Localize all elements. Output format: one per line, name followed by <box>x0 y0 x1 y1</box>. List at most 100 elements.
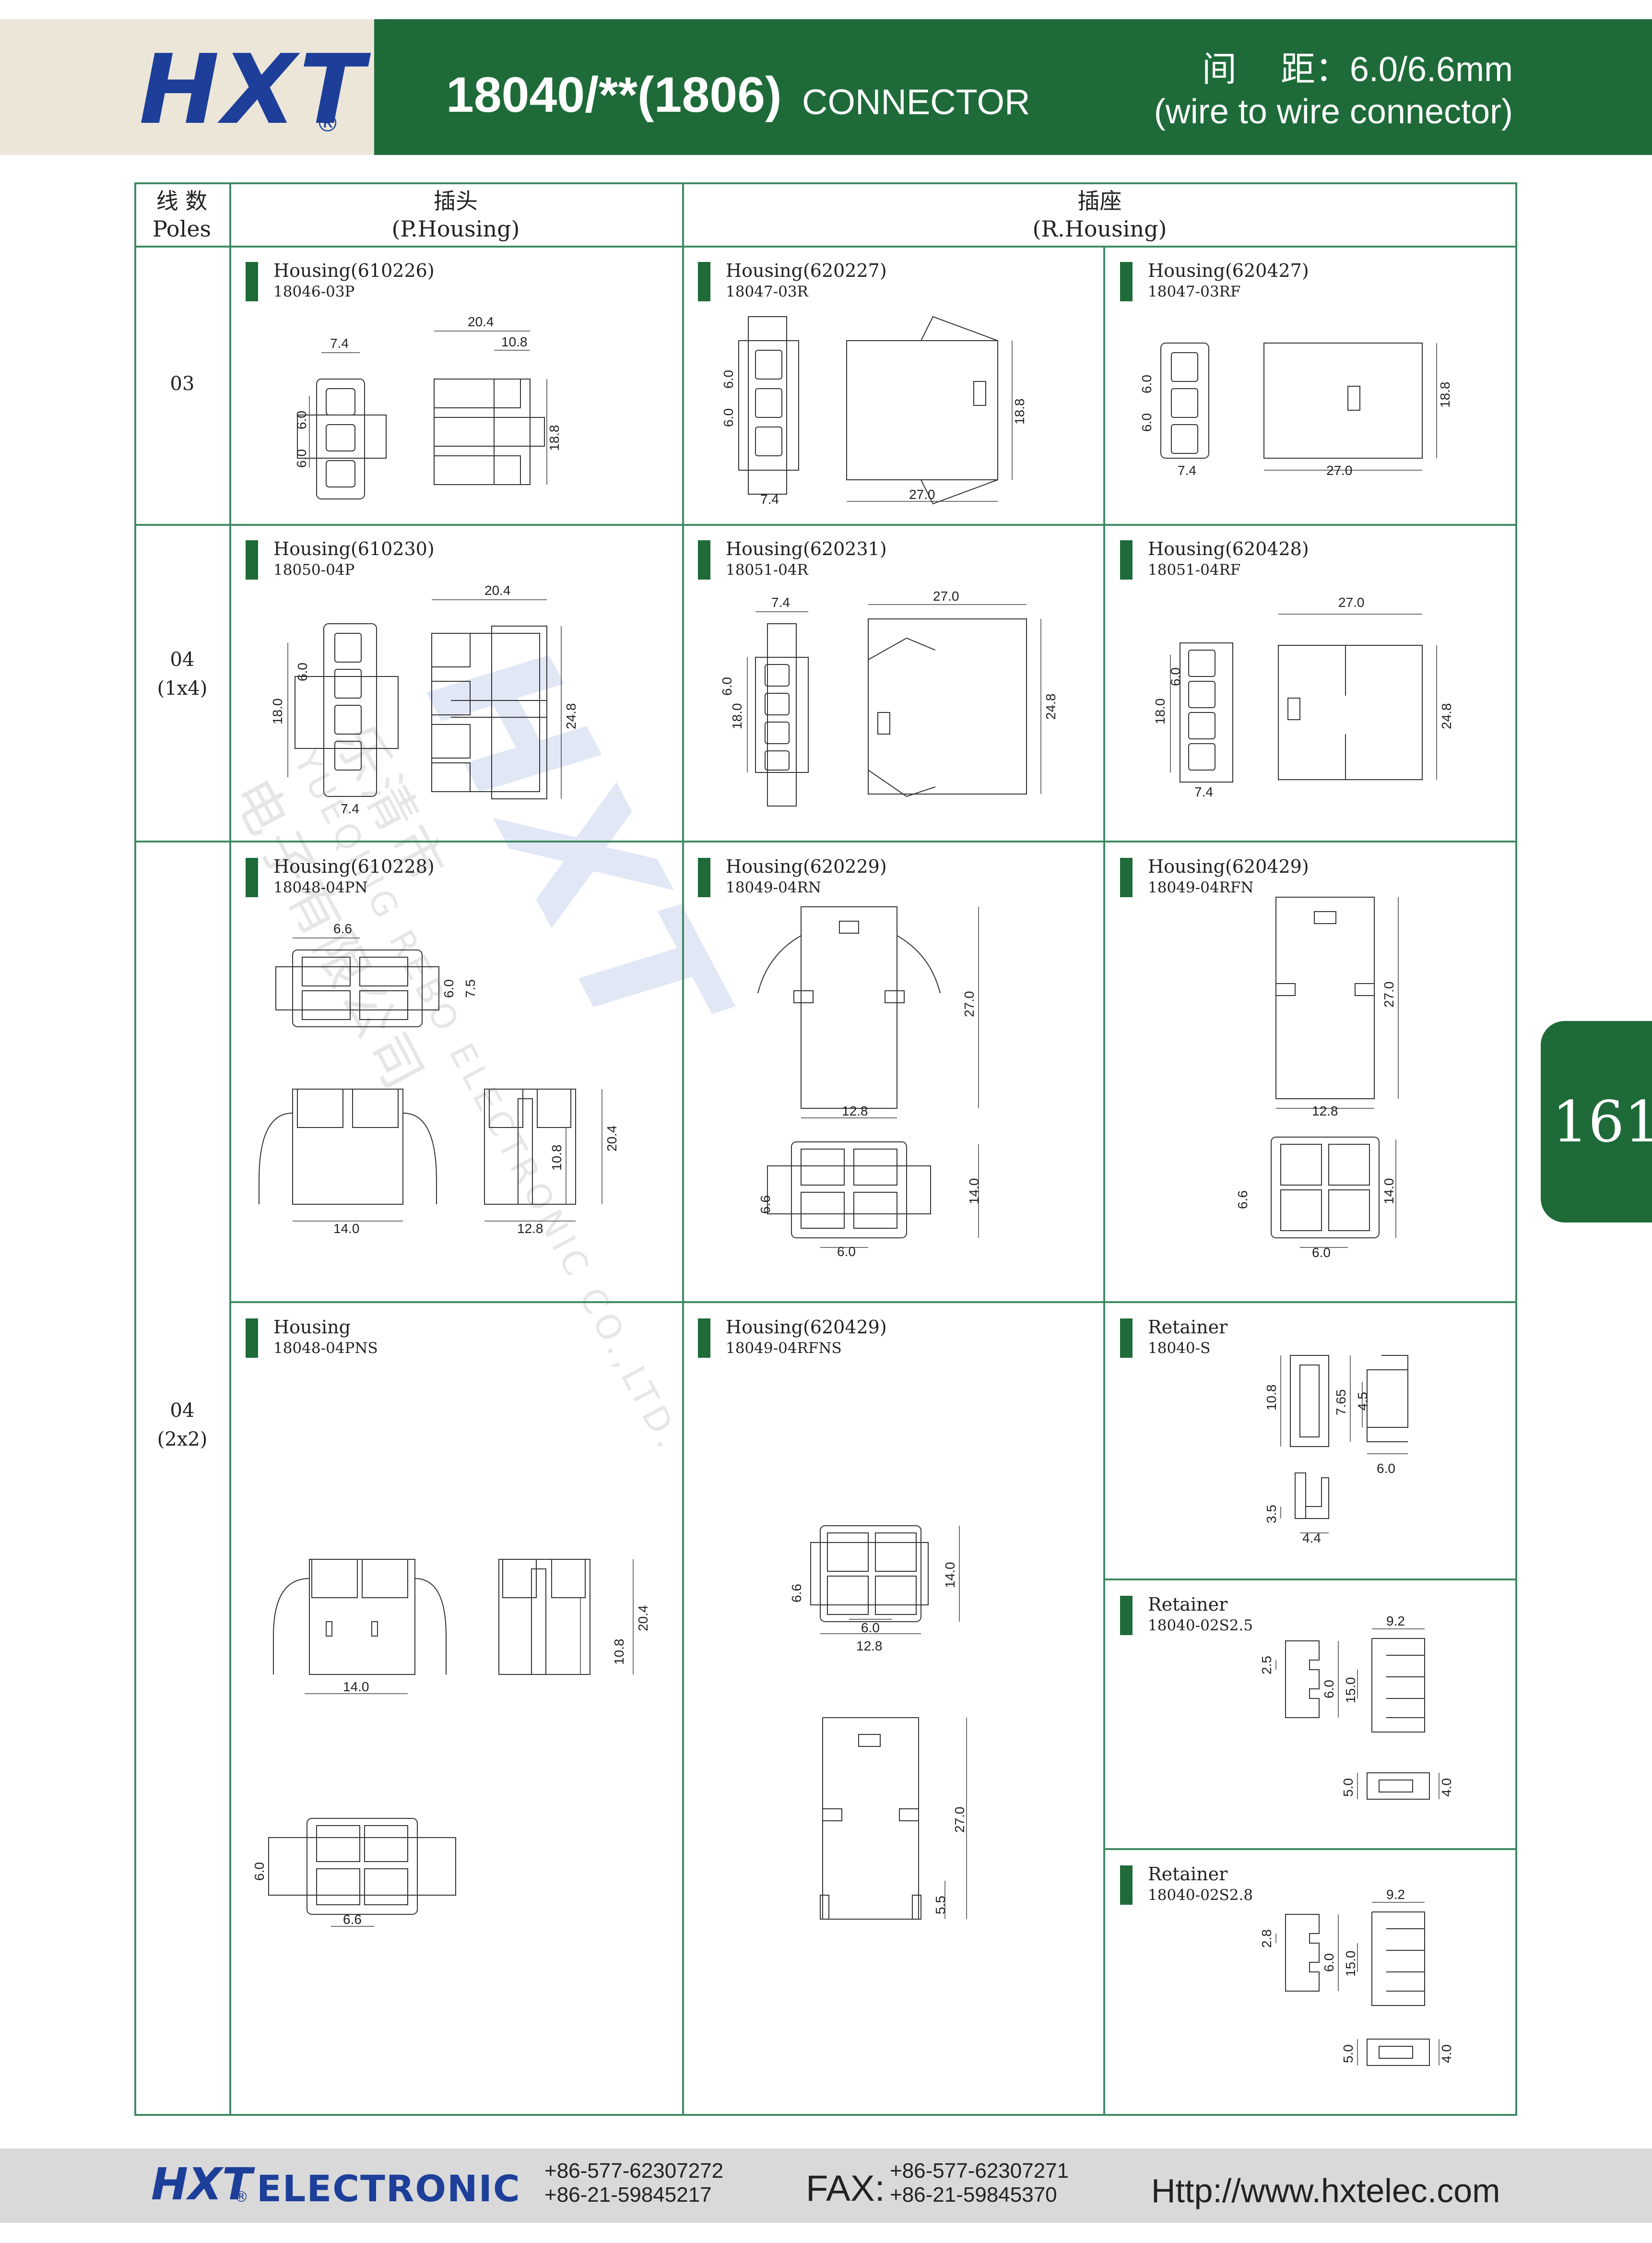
dim-label: 27.0 <box>1338 595 1365 610</box>
dim-label: 6.6 <box>1235 1190 1250 1209</box>
footer-fax-2: +86-21-59845370 <box>890 2183 1057 2207</box>
brand-logo: HXT <box>139 34 368 146</box>
header-logo-panel <box>0 19 374 155</box>
dim-label: 14.0 <box>333 1221 360 1236</box>
dim-label: 5.0 <box>1341 2044 1356 2063</box>
footer-registered-mark: ® <box>234 2189 248 2206</box>
page-number: 161 <box>1552 1089 1652 1155</box>
drawing-retainer-02s25: 9.2 2.5 6.0 15.0 5.0 4.0 <box>1259 1614 1454 1818</box>
drawing-610226: 20.4 10.8 7.4 6.0 6.0 18.8 <box>294 314 562 509</box>
dim-label: 7.5 <box>463 979 478 998</box>
dim-label: 20.4 <box>636 1605 650 1632</box>
footer-phone-1: +86-577-62307272 <box>544 2159 724 2183</box>
dim-label: 27.0 <box>933 589 959 604</box>
page-number-tab <box>1541 1021 1652 1222</box>
poles-04-1x4: 04(1x4) <box>157 649 208 700</box>
dim-label: 7.4 <box>771 595 790 610</box>
dim-label: 18.8 <box>547 425 562 451</box>
dim-label: 14.0 <box>1381 1178 1396 1205</box>
footer-phone-2: +86-21-59845217 <box>544 2183 712 2207</box>
header-title-band <box>374 19 1652 155</box>
dim-label: 20.4 <box>604 1126 619 1152</box>
drawing-610230: 20.4 7.4 18.0 6.0 24.8 <box>270 583 578 816</box>
drawing-retainer-02s28: 9.2 2.8 6.0 15.0 5.0 4.0 <box>1259 1887 1454 2092</box>
grid-line <box>682 182 684 2116</box>
dim-label: 18.0 <box>270 699 285 725</box>
grid-line <box>1103 1578 1517 1580</box>
dim-label: 10.8 <box>1264 1385 1279 1411</box>
dim-label: 6.0 <box>721 408 736 427</box>
dim-label: 6.0 <box>1139 375 1154 393</box>
dim-label: 12.8 <box>856 1638 883 1653</box>
dim-label: 27.0 <box>909 487 935 502</box>
dim-label: 6.0 <box>1377 1461 1395 1476</box>
footer-website-link[interactable]: Http://www.hxtelec.com <box>1151 2172 1500 2209</box>
page-title: 18040/**(1806) <box>446 67 782 123</box>
dim-label: 14.0 <box>343 1679 369 1694</box>
drawing-620229: 12.8 27.0 14.0 6.6 6.0 <box>748 897 981 1259</box>
dim-label: 12.8 <box>1312 1104 1338 1118</box>
header-plug: 插头(P.Housing) <box>391 188 520 242</box>
dim-label: 6.0 <box>1139 413 1154 432</box>
dim-label: 2.8 <box>1259 1929 1274 1948</box>
dim-label: 27.0 <box>1381 982 1396 1008</box>
dim-label: 7.4 <box>760 492 779 507</box>
dim-label: 15.0 <box>1343 1677 1358 1704</box>
dim-label: 6.0 <box>861 1620 880 1635</box>
footer-fax-1: +86-577-62307271 <box>890 2159 1069 2183</box>
drawing-620227: 7.4 27.0 6.0 6.0 18.8 <box>721 307 1027 507</box>
dim-label: 9.2 <box>1386 1614 1405 1628</box>
dim-label: 4.5 <box>1355 1392 1370 1411</box>
dim-label: 7.4 <box>341 801 359 816</box>
grid-line <box>134 524 1517 526</box>
dim-label: 6.0 <box>294 449 309 468</box>
footer-logo: HXT <box>151 2159 252 2210</box>
dim-label: 14.0 <box>943 1562 957 1589</box>
dim-label: 12.8 <box>517 1221 543 1236</box>
dim-label: 6.0 <box>441 979 456 998</box>
drawing-620428: 27.0 7.4 18.0 6.0 24.8 <box>1153 595 1454 799</box>
grid-line <box>1103 246 1105 2116</box>
dim-label: 2.5 <box>1259 1656 1274 1674</box>
dim-label: 20.4 <box>468 314 494 329</box>
drawing-620231: 7.4 27.0 18.0 6.0 24.8 <box>720 589 1058 820</box>
drawing-620427: 7.4 27.0 6.0 6.0 18.8 <box>1139 317 1452 478</box>
grid-line <box>229 182 231 2116</box>
dim-label: 3.5 <box>1264 1505 1279 1523</box>
dim-label: 9.2 <box>1386 1887 1405 1902</box>
dim-label: 5.5 <box>933 1896 948 1914</box>
grid-line <box>1103 1848 1517 1850</box>
dim-label: 18.0 <box>1153 699 1168 725</box>
grid-line <box>134 246 1517 248</box>
dim-label: 10.8 <box>549 1145 564 1171</box>
dim-label: 6.0 <box>295 663 310 681</box>
footer-bar <box>0 2148 1652 2223</box>
dim-label: 6.0 <box>1322 1680 1336 1698</box>
dim-label: 6.0 <box>252 1862 267 1881</box>
dim-label: 6.0 <box>294 411 309 429</box>
dim-label: 4.4 <box>1302 1531 1321 1545</box>
dim-label: 10.8 <box>501 334 528 349</box>
dim-label: 27.0 <box>962 991 977 1018</box>
dim-label: 6.0 <box>1322 1953 1336 1972</box>
drawing-620429: 12.8 27.0 14.0 6.6 6.0 <box>1235 892 1458 1260</box>
dim-label: 10.8 <box>612 1639 626 1665</box>
pitch-spec: 间 距：6.0/6.6mm <box>1202 50 1513 89</box>
dim-label: 6.0 <box>721 370 736 389</box>
dim-label: 27.0 <box>952 1807 967 1833</box>
dim-label: 6.0 <box>720 677 734 696</box>
dim-label: 7.4 <box>1178 463 1196 478</box>
page-subtitle: CONNECTOR <box>802 82 1030 122</box>
drawing-18049-04rfns: 14.0 6.6 6.0 12.8 27.0 5.5 <box>789 1516 967 1948</box>
header-receptacle: 插座(R.Housing) <box>1032 188 1167 242</box>
dim-label: 24.8 <box>1439 703 1454 730</box>
dim-label: 7.4 <box>330 336 349 351</box>
dim-label: 6.6 <box>343 1912 362 1927</box>
dim-label: 18.8 <box>1012 399 1027 425</box>
dim-label: 6.0 <box>1168 667 1183 686</box>
footer-company: ELECTRONIC <box>257 2167 521 2210</box>
dim-label: 6.0 <box>1312 1245 1331 1260</box>
dim-label: 4.0 <box>1439 1778 1454 1797</box>
dim-label: 12.8 <box>842 1104 868 1118</box>
